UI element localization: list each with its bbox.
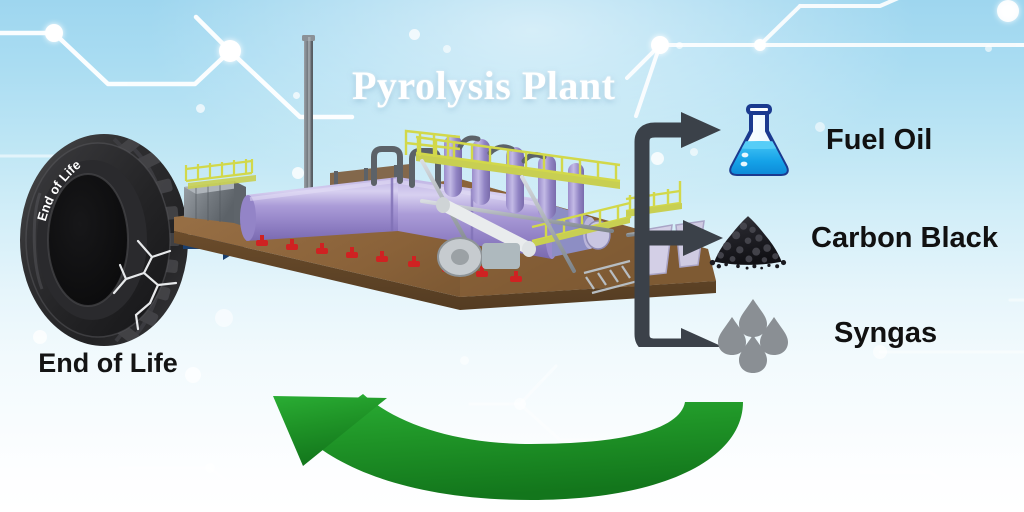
output-label: Fuel Oil <box>826 123 933 156</box>
smokestack <box>302 35 315 215</box>
output-arrows <box>634 112 723 347</box>
output-syngas: Syngas <box>712 290 937 376</box>
output-label: Carbon Black <box>811 221 998 254</box>
output-label: Syngas <box>834 316 938 349</box>
bokeh-dot <box>985 45 992 52</box>
duct-pipe <box>436 197 536 257</box>
pyrolysis-plant-illustration <box>174 35 716 310</box>
recycling-loop-arrow <box>273 394 743 500</box>
output-carbon-black: Carbon Black <box>707 195 998 281</box>
carbon-pile-icon <box>707 195 789 281</box>
blower-unit <box>437 237 520 277</box>
flask-icon <box>718 97 800 183</box>
feed-unit <box>184 159 256 227</box>
page-title: Pyrolysis Plant <box>352 63 616 108</box>
output-fuel-oil: Fuel Oil <box>718 97 932 183</box>
end-of-life-tire: End of Life <box>18 133 190 348</box>
reactor-vessel-1 <box>240 177 398 241</box>
end-of-life-label: End of Life <box>38 348 178 378</box>
gas-droplets-icon <box>712 290 794 376</box>
bokeh-dot <box>460 356 469 365</box>
access-ladder <box>583 259 639 295</box>
